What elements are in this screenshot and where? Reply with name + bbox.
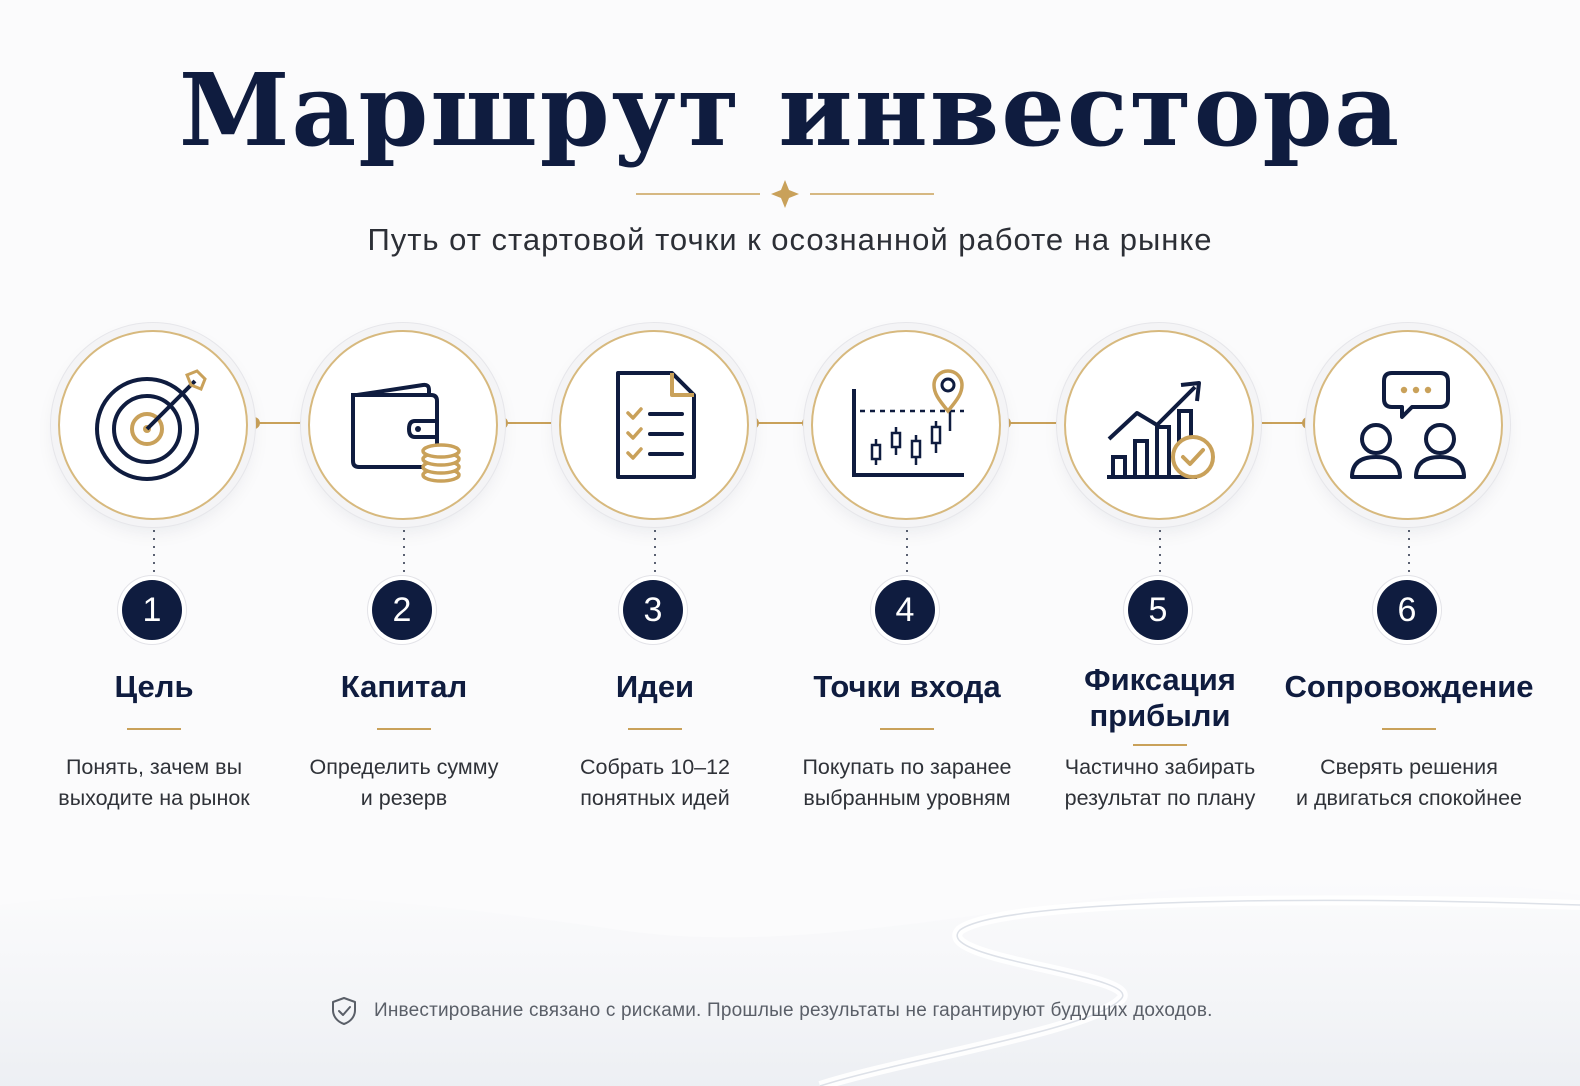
step-5-icon-circle — [1064, 330, 1254, 520]
step-title-underline — [880, 728, 934, 730]
step-title: Сопровождение — [1279, 669, 1539, 705]
step-description: Сверять решения и двигаться спокойнее — [1279, 752, 1539, 814]
step-4-icon-circle — [811, 330, 1001, 520]
step-number: 5 — [1128, 580, 1188, 640]
shield-check-icon — [332, 997, 356, 1025]
step-description-line: результат по плану — [1064, 786, 1256, 810]
step-2: 2 Капитал Определить сумму и резерв — [274, 0, 534, 1086]
title-ornament — [636, 180, 934, 208]
step-description-line: и резерв — [360, 786, 448, 810]
step-description-line: Собрать 10–12 — [579, 755, 731, 779]
step-number: 3 — [623, 580, 683, 640]
step-description: Собрать 10–12 понятных идей — [525, 752, 785, 814]
growth-chart-icon — [1107, 381, 1215, 479]
step-description-line: Сверять решения — [1320, 755, 1498, 779]
step-title-line: прибыли — [1089, 698, 1231, 733]
step-title-line: Сопровождение — [1284, 669, 1534, 704]
step-title-line: Цель — [114, 669, 194, 704]
step-title-line: Капитал — [340, 669, 468, 704]
step-title-underline — [377, 728, 431, 730]
step-3: 3 Идеи Собрать 10–12 понятных идей — [525, 0, 785, 1086]
step-title-line: Точки входа — [813, 669, 1001, 704]
candlestick-chart-icon — [852, 369, 964, 477]
step-title: Точки входа — [777, 669, 1037, 705]
step-description-line: выбранным уровням — [803, 786, 1011, 810]
step-description-line: понятных идей — [580, 786, 730, 810]
step-description-line: Покупать по заранее — [802, 755, 1012, 779]
page-subtitle: Путь от стартовой точки к осознанной раб… — [367, 222, 1213, 257]
step-title-underline — [127, 728, 181, 730]
step-4: 4 Точки входа Покупать по заранее выбран… — [777, 0, 1037, 1086]
step-description-line: Определить сумму — [309, 755, 499, 779]
step-title: Цель — [24, 669, 284, 705]
step-description: Покупать по заранее выбранным уровням — [777, 752, 1037, 814]
step-number: 6 — [1377, 580, 1437, 640]
page-title: Маршрут инвестора — [178, 51, 1402, 169]
step-description: Понять, зачем вы выходите на рынок — [24, 752, 284, 814]
step-description-line: и двигаться спокойнее — [1296, 786, 1522, 810]
disclaimer-text: Инвестирование связано с рисками. Прошлы… — [374, 1000, 1213, 1021]
step-description: Определить сумму и резерв — [274, 752, 534, 814]
step-title-underline — [628, 728, 682, 730]
step-description-line: Понять, зачем вы — [65, 755, 243, 779]
checklist-icon — [616, 371, 696, 479]
step-number: 4 — [875, 580, 935, 640]
step-5: 5 Фиксация прибыли Частично забирать рез… — [1030, 0, 1290, 1086]
step-description-line: Частично забирать — [1064, 755, 1256, 779]
target-icon — [95, 369, 207, 481]
step-title-line: Идеи — [615, 669, 695, 704]
step-description-line: выходите на рынок — [58, 786, 250, 810]
step-title-line: Фиксация — [1084, 662, 1236, 697]
step-number: 1 — [122, 580, 182, 640]
step-2-icon-circle — [308, 330, 498, 520]
step-3-icon-circle — [559, 330, 749, 520]
step-6-icon-circle — [1313, 330, 1503, 520]
risk-disclaimer: Инвестирование связано с рисками. Прошлы… — [330, 996, 1270, 1026]
step-1-icon-circle — [58, 330, 248, 520]
step-description: Частично забирать результат по плану — [1030, 752, 1290, 814]
step-1: 1 Цель Понять, зачем вы выходите на рыно… — [24, 0, 284, 1086]
step-title-underline — [1382, 728, 1436, 730]
step-number: 2 — [372, 580, 432, 640]
consultation-icon — [1350, 371, 1466, 479]
step-title: Фиксация прибыли — [1030, 662, 1290, 734]
step-title: Идеи — [525, 669, 785, 705]
wallet-icon — [351, 382, 461, 483]
step-title-underline — [1133, 744, 1187, 746]
step-6: 6 Сопровождение Сверять решения и двигат… — [1279, 0, 1539, 1086]
step-title: Капитал — [274, 669, 534, 705]
